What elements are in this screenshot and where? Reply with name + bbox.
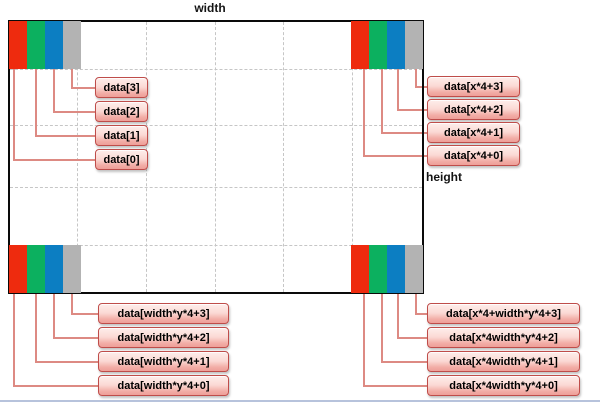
data-index-box: data[x*4+width*y*4+3]	[427, 303, 580, 324]
connector-line-vertical	[363, 293, 365, 387]
data-index-box: data[width*y*4+1]	[98, 351, 229, 372]
connector-line-horizontal	[71, 313, 98, 315]
data-index-box: data[3]	[95, 77, 148, 98]
data-index-box: data[x*4+2]	[427, 99, 520, 120]
grid-line-vertical	[77, 22, 78, 292]
pixel-block-top-right	[351, 21, 423, 69]
alpha-channel-swatch	[405, 245, 423, 293]
green-channel-swatch	[27, 21, 45, 69]
data-index-box: data[width*y*4+3]	[98, 303, 229, 324]
red-channel-swatch	[9, 21, 27, 69]
connector-line-horizontal	[13, 385, 98, 387]
grid-line-vertical	[283, 22, 284, 292]
connector-line-horizontal	[381, 132, 427, 134]
data-index-box: data[x*4+0]	[427, 145, 520, 166]
connector-line-horizontal	[397, 109, 427, 111]
green-channel-swatch	[27, 245, 45, 293]
data-index-box: data[1]	[95, 125, 148, 146]
connector-line-horizontal	[35, 361, 98, 363]
connector-line-vertical	[381, 293, 383, 363]
data-index-box: data[x*4width*y*4+2]	[427, 327, 580, 348]
green-channel-swatch	[369, 21, 387, 69]
grid-line-horizontal	[10, 125, 422, 126]
alpha-channel-swatch	[63, 245, 81, 293]
connector-line-horizontal	[397, 337, 427, 339]
connector-line-vertical	[35, 69, 37, 137]
connector-line-horizontal	[53, 111, 95, 113]
data-index-box: data[x*4+3]	[427, 76, 520, 97]
connector-line-horizontal	[13, 159, 95, 161]
connector-line-vertical	[397, 69, 399, 111]
data-index-box: data[x*4width*y*4+0]	[427, 375, 580, 396]
data-index-box: data[x*4+1]	[427, 122, 520, 143]
connector-line-horizontal	[415, 313, 427, 315]
connector-line-horizontal	[415, 86, 427, 88]
height-label: height	[426, 170, 462, 184]
pixel-block-bottom-right	[351, 245, 423, 293]
data-index-box: data[width*y*4+0]	[98, 375, 229, 396]
connector-line-vertical	[71, 293, 73, 315]
pixel-block-bottom-left	[9, 245, 81, 293]
red-channel-swatch	[351, 245, 369, 293]
connector-line-vertical	[53, 293, 55, 339]
data-index-box: data[2]	[95, 101, 148, 122]
width-label: width	[194, 1, 226, 15]
data-index-box: data[0]	[95, 149, 148, 170]
blue-channel-swatch	[387, 21, 405, 69]
data-index-box: data[width*y*4+2]	[98, 327, 229, 348]
connector-line-horizontal	[53, 337, 98, 339]
blue-channel-swatch	[387, 245, 405, 293]
connector-line-vertical	[35, 293, 37, 363]
grid-line-vertical	[215, 22, 216, 292]
connector-line-horizontal	[363, 155, 427, 157]
red-channel-swatch	[351, 21, 369, 69]
red-channel-swatch	[9, 245, 27, 293]
image-frame	[8, 20, 424, 294]
data-index-box: data[x*4width*y*4+1]	[427, 351, 580, 372]
grid-line-horizontal	[10, 69, 422, 70]
grid-line-horizontal	[10, 245, 422, 246]
connector-line-vertical	[13, 69, 15, 161]
connector-line-vertical	[13, 293, 15, 387]
bottom-divider	[0, 400, 600, 402]
connector-line-horizontal	[35, 135, 95, 137]
connector-line-horizontal	[381, 361, 427, 363]
connector-line-vertical	[415, 293, 417, 315]
alpha-channel-swatch	[405, 21, 423, 69]
pixel-block-top-left	[9, 21, 81, 69]
connector-line-vertical	[381, 69, 383, 134]
blue-channel-swatch	[45, 21, 63, 69]
green-channel-swatch	[369, 245, 387, 293]
connector-line-vertical	[397, 293, 399, 339]
connector-line-horizontal	[71, 87, 95, 89]
alpha-channel-swatch	[63, 21, 81, 69]
connector-line-vertical	[71, 69, 73, 89]
grid-line-horizontal	[10, 187, 422, 188]
grid-line-vertical	[352, 22, 353, 292]
connector-line-horizontal	[363, 385, 427, 387]
connector-line-vertical	[363, 69, 365, 157]
connector-line-vertical	[53, 69, 55, 113]
connector-line-vertical	[415, 69, 417, 88]
blue-channel-swatch	[45, 245, 63, 293]
